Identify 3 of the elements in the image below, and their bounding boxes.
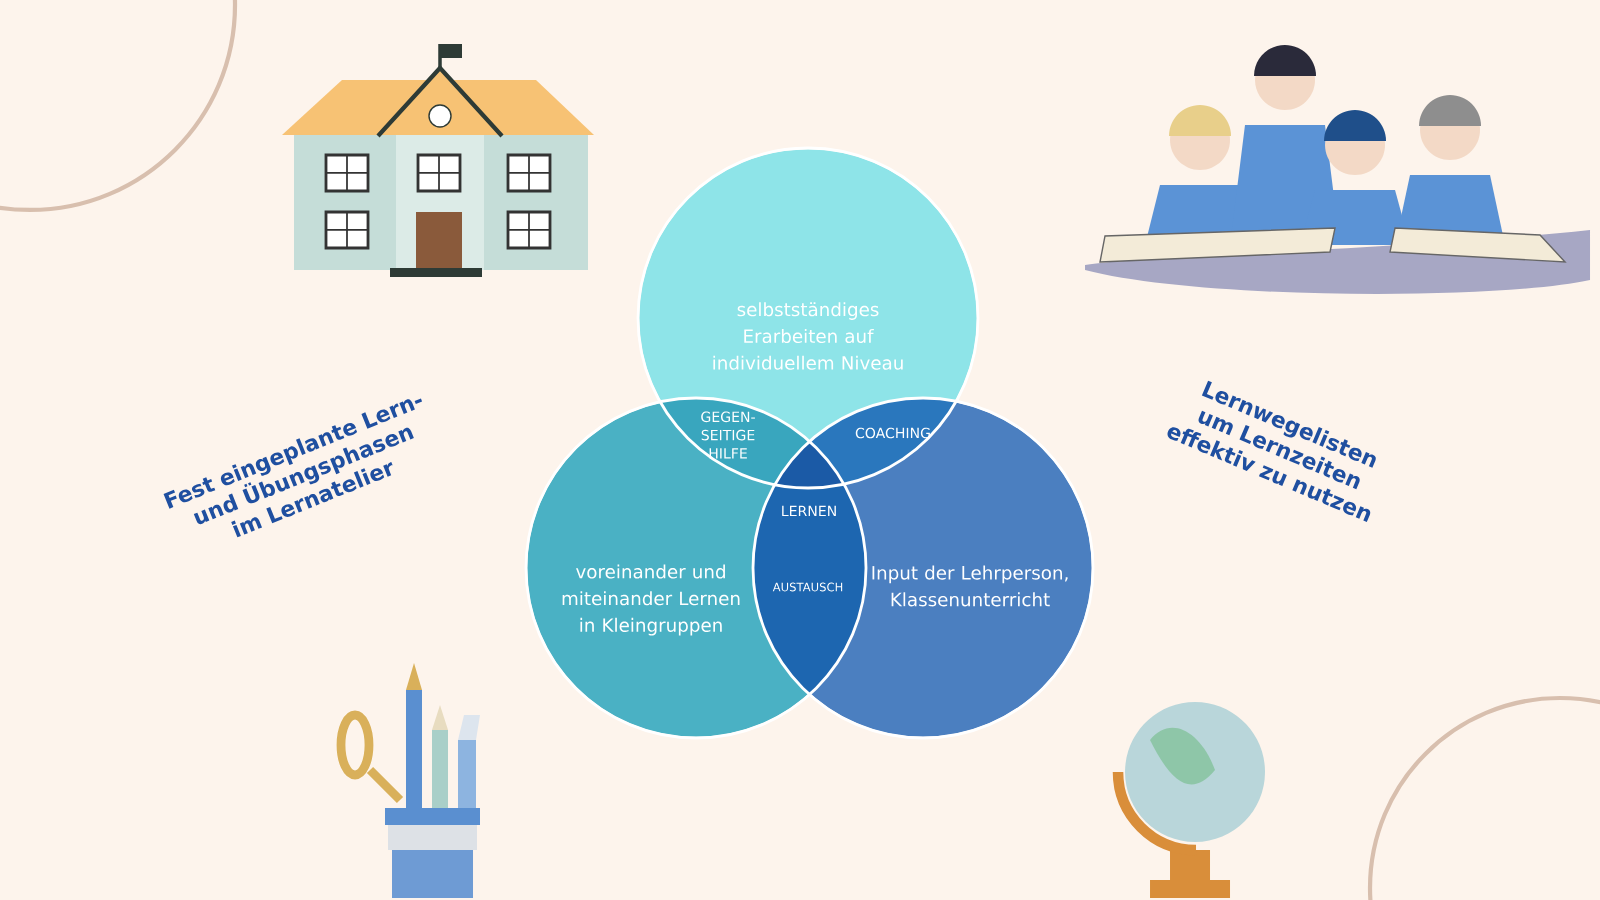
overlap-label: AUSTAUSCH	[772, 582, 843, 592]
overlap-label: LERNEN	[782, 505, 836, 517]
overlap-label: GEGEN- SEITIGE HILFE	[701, 411, 755, 459]
